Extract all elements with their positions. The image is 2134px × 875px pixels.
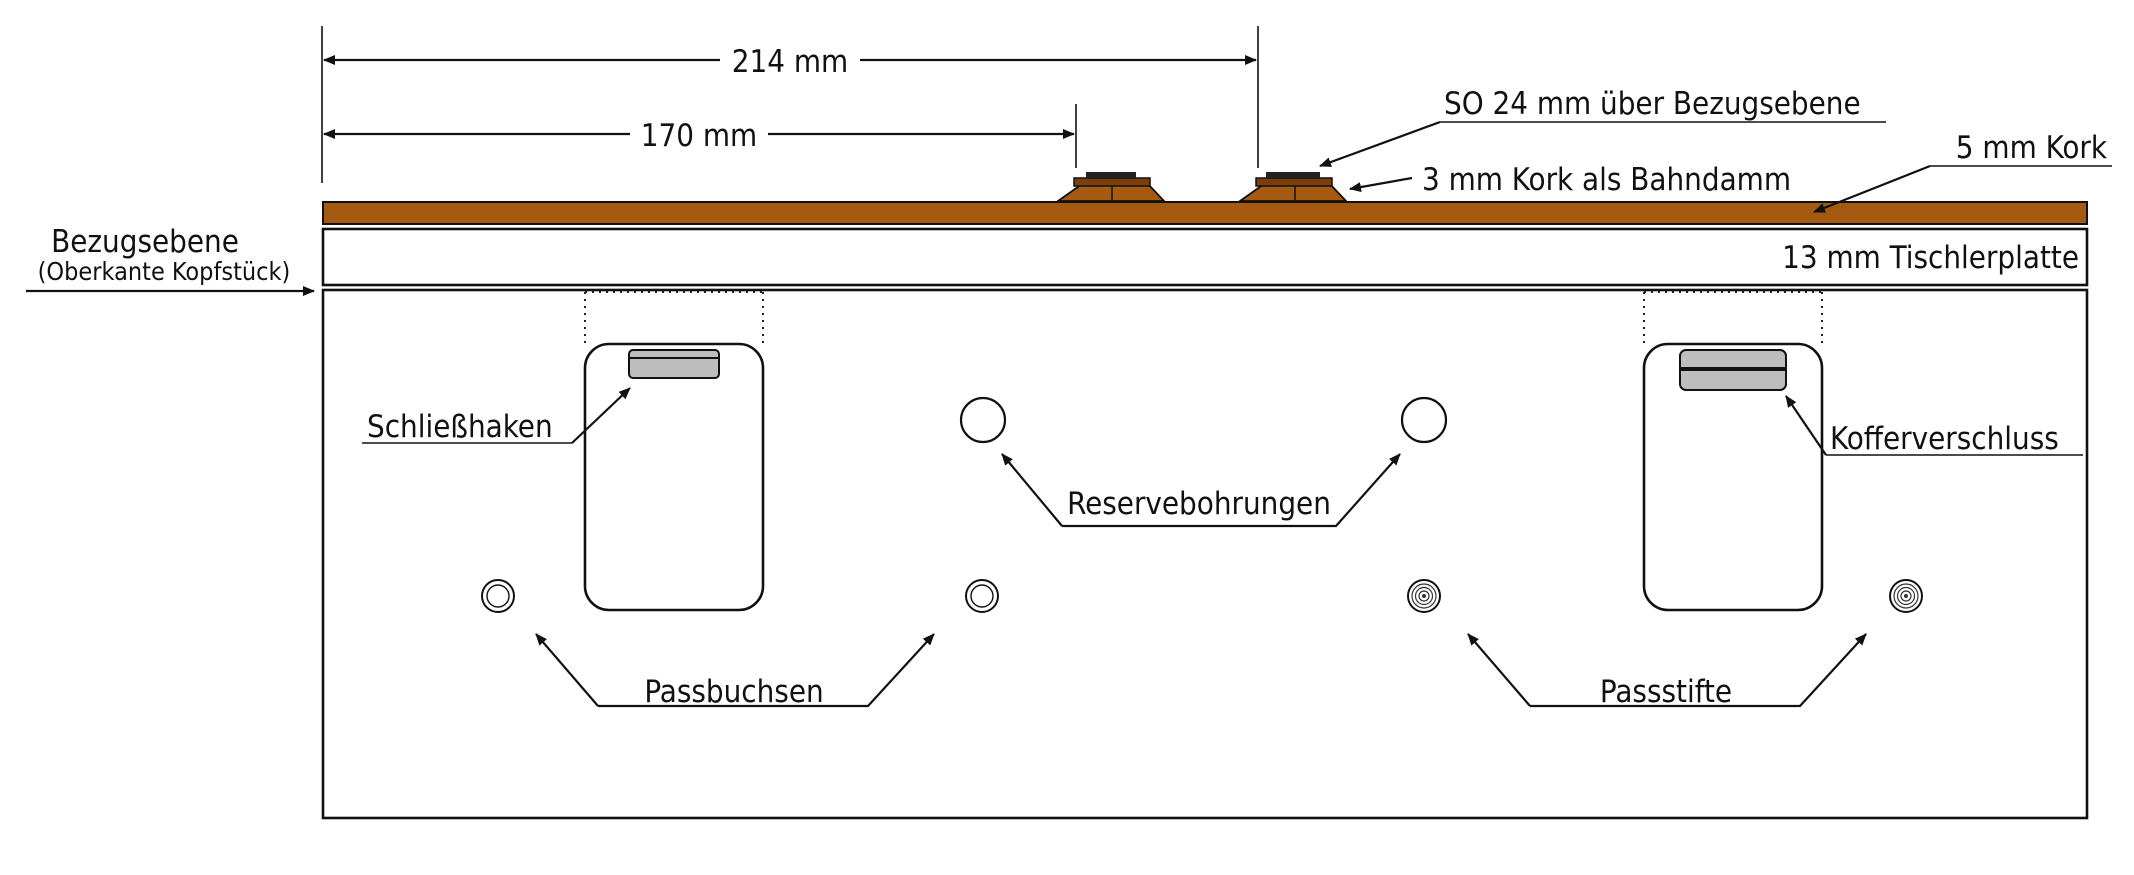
reserve-arrow-right [1062,453,1401,528]
annotation-reserve-holes: Reservebohrungen [1001,453,1401,528]
hook-latch [583,291,765,612]
cork-embankment-label: 3 mm Kork als Bahndamm [1422,162,1791,198]
pin-right-center [1904,594,1908,598]
pin-right-ring-4 [1900,590,1912,602]
bushing-right-inner [970,584,994,608]
reserve-holes-label: Reservebohrungen [1067,486,1331,522]
reserve-hole-right [1400,396,1448,444]
sleeper-right [1255,177,1333,187]
latch-plate [583,342,765,612]
dimension-214mm: 214 mm [321,26,1259,183]
pin-left-ring-2 [1411,583,1437,609]
so-label: SO 24 mm über Bezugsebene [1444,86,1861,122]
pin-right-ring-3 [1896,586,1916,606]
bushings-arrow-left [535,633,599,707]
hook-label: Schließhaken [367,409,553,445]
reserve-arrow-left [1001,453,1063,527]
cork-layer-label: 5 mm Kork [1956,130,2108,166]
bushing-left [481,579,515,613]
pin-left [1407,579,1441,613]
cork-layer [322,201,2088,225]
annotation-so: SO 24 mm über Bezugsebene [1319,86,1886,168]
latch-clearance-outline [584,291,764,344]
pins-arrow-left [1467,633,1531,707]
pin-left-ring-3 [1414,586,1434,606]
case-lock-arrow [1785,395,1827,456]
pins-arrow-right [1530,633,1867,708]
annotation-bushings: Passbuchsen [535,633,935,710]
annotation-pins: Passstifte [1467,633,1867,710]
dimension-label-214: 214 mm [732,44,848,80]
case-lock [1642,291,1824,612]
hook-body [628,349,720,379]
bushing-right [965,579,999,613]
annotation-cork-layer: 5 mm Kork [1813,130,2112,214]
reference-plane-subtitle: (Oberkante Kopfstück) [38,257,291,286]
reserve-hole-left [959,396,1007,444]
annotation-reference-plane: Bezugsebene (Oberkante Kopfstück) [26,224,315,296]
bushings-label: Passbuchsen [644,674,823,710]
reference-plane-title: Bezugsebene [51,224,239,260]
so-arrow [1319,120,1441,168]
pin-left-ring-4 [1418,590,1430,602]
plywood-label: 13 mm Tischlerplatte [1782,240,2079,276]
pin-right [1889,579,1923,613]
track-left [1055,172,1167,202]
pin-right-ring-2 [1893,583,1919,609]
track-right [1237,172,1349,202]
hook-arrow [571,387,631,444]
case-lock-label: Kofferverschluss [1830,421,2059,457]
pins-label: Passstifte [1600,674,1732,710]
lock-clearance-outline [1643,291,1823,344]
cork-layer-arrow [1813,164,1931,214]
bushing-left-inner [486,584,510,608]
sleeper-left [1073,177,1151,187]
dimension-170mm: 170 mm [323,104,1077,168]
dimension-label-170: 170 mm [641,118,757,154]
bushings-arrow-right [598,633,935,708]
annotation-cork-embankment: 3 mm Kork als Bahndamm [1349,162,1791,198]
rail-left [1086,172,1136,178]
annotation-case-lock: Kofferverschluss [1785,395,2083,457]
lock-plate [1642,342,1824,612]
rail-right [1266,172,1320,178]
cork-embankment-arrow [1349,176,1413,193]
annotation-hook: Schließhaken [362,387,631,445]
plywood-layer [321,227,2089,287]
pin-left-center [1422,594,1426,598]
